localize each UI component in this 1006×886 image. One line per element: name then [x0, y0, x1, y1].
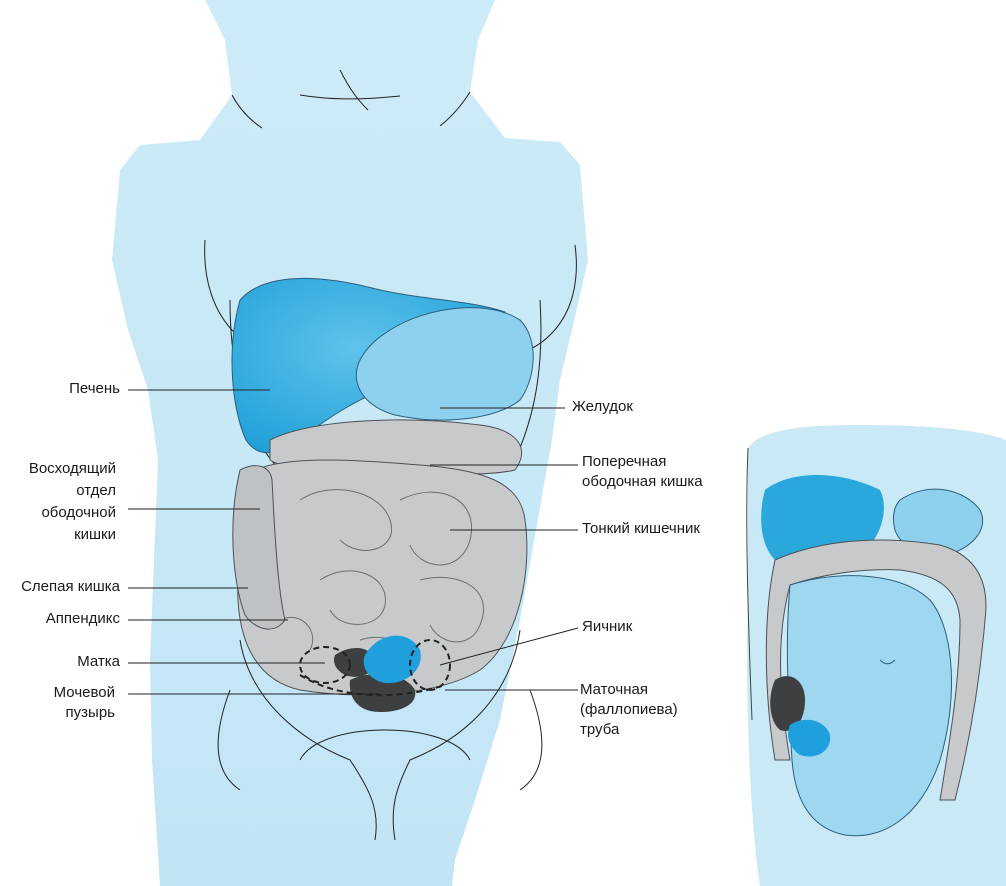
- label-ascending-colon: Восходящий отдел ободочной кишки: [0, 458, 116, 546]
- label-ascending-colon-line4: кишки: [0, 524, 116, 546]
- label-stomach: Желудок: [572, 398, 633, 416]
- label-transverse-colon-line2: ободочная кишка: [582, 472, 703, 492]
- label-appendix: Аппендикс: [0, 610, 120, 628]
- label-ascending-colon-line3: ободочной: [0, 502, 116, 524]
- label-liver: Печень: [40, 380, 120, 398]
- label-ovary: Яичник: [582, 618, 632, 636]
- label-ascending-colon-line1: Восходящий: [0, 458, 116, 480]
- label-uterus: Матка: [0, 653, 120, 671]
- pregnancy-figure: [747, 425, 1006, 886]
- label-transverse-colon: Поперечная ободочная кишка: [582, 452, 703, 492]
- label-fallopian-tube: Маточная (фаллопиева) труба: [580, 680, 678, 740]
- label-fallopian-tube-line1: Маточная: [580, 680, 678, 700]
- label-bladder: Мочевой пузырь: [0, 683, 115, 723]
- label-cecum: Слепая кишка: [0, 578, 120, 596]
- label-bladder-line1: Мочевой: [0, 683, 115, 703]
- label-transverse-colon-line1: Поперечная: [582, 452, 703, 472]
- label-ascending-colon-line2: отдел: [0, 480, 116, 502]
- label-fallopian-tube-line2: (фаллопиева): [580, 700, 678, 720]
- label-fallopian-tube-line3: труба: [580, 720, 678, 740]
- label-bladder-line2: пузырь: [0, 703, 115, 723]
- label-small-intestine: Тонкий кишечник: [582, 520, 700, 538]
